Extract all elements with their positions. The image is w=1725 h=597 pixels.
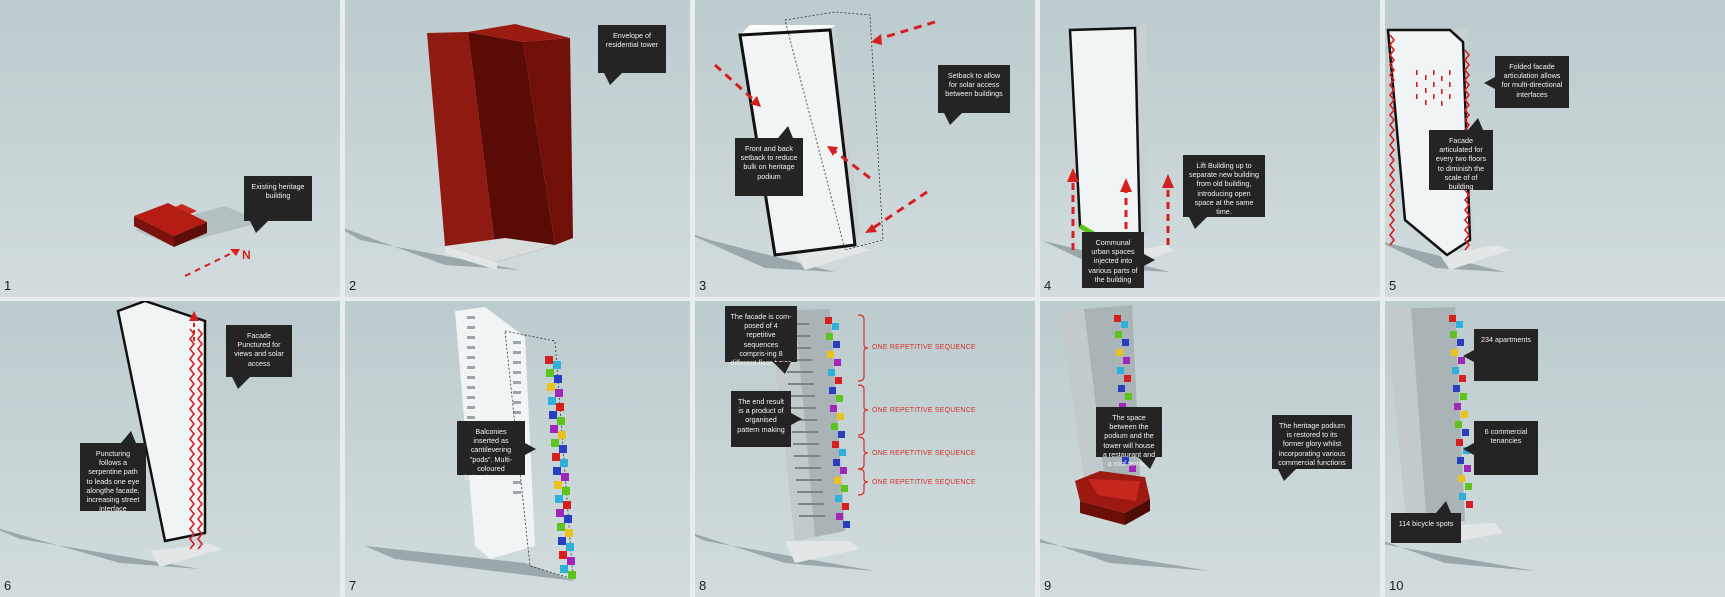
- tower-envelope-illustration: [345, 24, 573, 270]
- callout-envelope: Envelope of residential tower: [598, 25, 666, 85]
- punctured-facade-illustration: [0, 301, 222, 569]
- panel-3: Setback to allow for solar access betwee…: [695, 0, 1035, 297]
- heritage-building-illustration: [134, 203, 262, 277]
- callout-bicycle-spots: 114 bicycle spots: [1391, 501, 1461, 543]
- panel-6: Facade Punctured for views and solar acc…: [0, 301, 340, 597]
- panel-2: Envelope of residential tower 2: [345, 0, 690, 297]
- panel-number: 9: [1044, 578, 1052, 593]
- panel-4: Communal urban spaces injected into vari…: [1040, 0, 1380, 297]
- panel-number: 6: [4, 578, 12, 593]
- callout-facade-articulated: Facade articulated for every two floors …: [1429, 118, 1493, 191]
- final-tower-illustration: [1385, 307, 1535, 571]
- callout-commercial-tenancies: 6 commercial tenancies: [1463, 421, 1538, 475]
- callout-balconies: Balconies inserted as cantilevering "pod…: [457, 421, 536, 491]
- balcony-pods-column: [545, 356, 576, 579]
- sequence-label-4: ONE REPETITIVE SEQUENCE: [872, 479, 976, 486]
- sequence-label-1: ONE REPETITIVE SEQUENCE: [872, 344, 976, 351]
- panel-5: Folded facade articulation allows for mu…: [1385, 0, 1725, 297]
- panel-number: 5: [1389, 278, 1397, 293]
- callout-folded-facade: Folded facade articulation allows for mu…: [1484, 56, 1569, 108]
- panel-1: N Existing heritage building 1: [0, 0, 340, 297]
- sequence-label-3: ONE REPETITIVE SEQUENCE: [872, 450, 976, 457]
- callout-existing-heritage: Existing heritage building: [244, 176, 312, 233]
- callout-end-result: The end result is a product of organised…: [731, 391, 802, 447]
- panel-number: 7: [349, 578, 357, 593]
- panel-number: 4: [1044, 278, 1052, 293]
- callout-facade-punctured: Facade Punctured for views and solar acc…: [226, 325, 292, 389]
- north-compass-label: N: [242, 248, 251, 262]
- callout-solar-setback: Setback to allow for solar access betwee…: [938, 65, 1010, 125]
- panel-9: The space between the podium and the tow…: [1040, 301, 1380, 597]
- panel-10: 234 apartments 6 commercial tenancies 11…: [1385, 301, 1725, 597]
- panel-7: Balconies inserted as cantilevering "pod…: [345, 301, 690, 597]
- panel-8: ONE REPETITIVE SEQUENCE ONE REPETITIVE S…: [695, 301, 1035, 597]
- callout-apartments: 234 apartments: [1463, 329, 1538, 381]
- callout-lift-building: Lift Building up to separate new buildin…: [1183, 155, 1265, 229]
- callout-serpentine-path: Puncturing follows a serpentine path to …: [80, 431, 146, 513]
- callout-heritage-podium: The heritage podium is restored to its f…: [1272, 415, 1352, 481]
- callout-restaurant-terrace: The space between the podium and the tow…: [1096, 407, 1162, 469]
- panel-number: 10: [1389, 578, 1404, 593]
- callout-facade-composed: The facade is com-posed of 4 repetitive …: [725, 306, 797, 374]
- sequence-label-2: ONE REPETITIVE SEQUENCE: [872, 407, 976, 414]
- panel-number: 8: [699, 578, 707, 593]
- panel-number: 2: [349, 278, 357, 293]
- panel-number: 3: [699, 278, 707, 293]
- panel-number: 1: [4, 278, 12, 293]
- callout-communal-spaces: Communal urban spaces injected into vari…: [1082, 232, 1155, 288]
- callout-front-back-setback: Front and back setback to reduce bulk on…: [735, 126, 803, 196]
